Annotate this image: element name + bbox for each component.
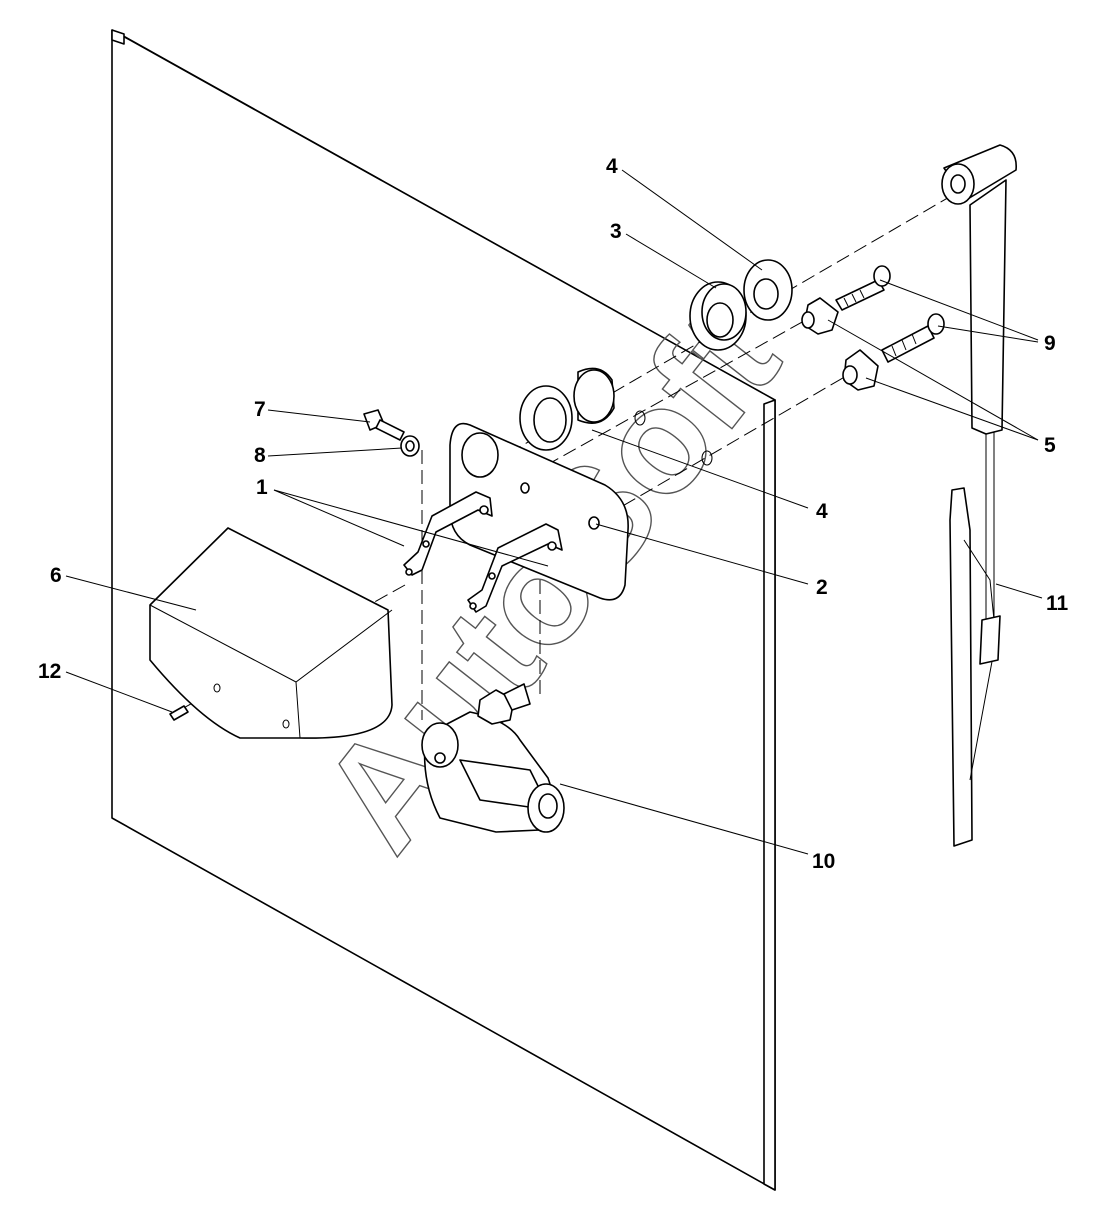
- wiper-blade: [949, 487, 1001, 847]
- callout-1: 1: [256, 476, 268, 499]
- callout-6: 6: [50, 564, 62, 587]
- wiper-arm: [941, 144, 1017, 640]
- screw-lower: [881, 313, 945, 363]
- panel-grommet: [519, 367, 615, 451]
- leader-lines: [65, 169, 1043, 855]
- callout-12: 12: [38, 660, 61, 683]
- bracket-left: [403, 491, 493, 576]
- spacer-lower: [842, 349, 879, 391]
- callout-10: 10: [812, 850, 835, 873]
- callout-4-upper: 4: [606, 155, 618, 178]
- callout-7: 7: [254, 398, 266, 421]
- seal-ring: [689, 281, 747, 351]
- mounting-plate: [449, 410, 713, 601]
- panel: [111, 29, 776, 1191]
- callout-5: 5: [1044, 434, 1056, 457]
- bracket-right: [467, 523, 563, 613]
- callout-4-lower: 4: [816, 500, 828, 523]
- callout-9: 9: [1044, 332, 1056, 355]
- callout-8: 8: [254, 444, 266, 467]
- callout-2: 2: [816, 576, 828, 599]
- callout-11: 11: [1046, 592, 1069, 615]
- bolt: [363, 409, 405, 441]
- wiper-motor: [421, 683, 565, 833]
- washer: [743, 259, 793, 321]
- spacer-upper: [801, 297, 839, 335]
- lock-washer: [400, 435, 420, 457]
- screw-upper: [835, 265, 891, 311]
- small-screw: [169, 705, 189, 721]
- callout-3: 3: [610, 220, 622, 243]
- motor-cover: [149, 527, 393, 739]
